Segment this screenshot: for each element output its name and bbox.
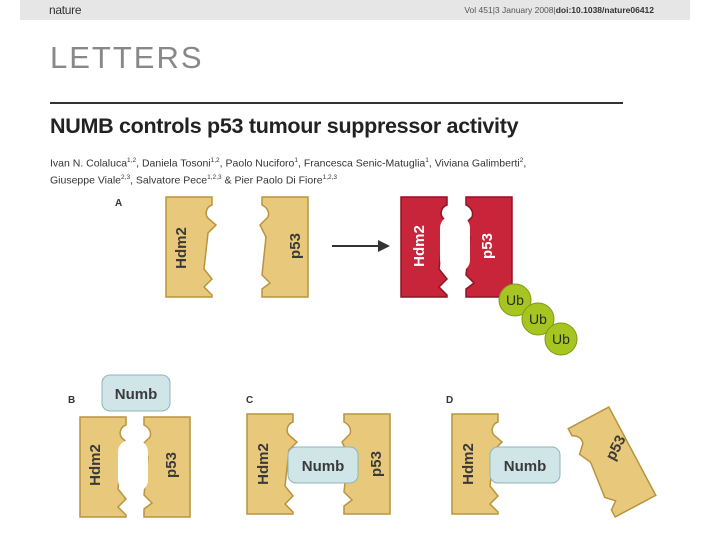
hdm2-label-b: Hdm2 [87, 444, 104, 486]
author-separator: , [523, 157, 527, 170]
author-name: Salvatore Pece [135, 174, 208, 186]
citation-doi: doi:10.1038/nature06412 [555, 5, 654, 15]
p53-label-c: p53 [368, 451, 385, 477]
numb-label-c: Numb [302, 458, 345, 475]
panel-label-a: A [115, 198, 122, 209]
author-name: Ivan N. Colaluca [50, 157, 128, 170]
author-name: Francesca Senic-Matuglia [303, 157, 426, 170]
panel-label-c: C [246, 395, 253, 406]
journal-name: nature [49, 3, 82, 17]
author-separator: & [221, 174, 235, 186]
arrow-icon [332, 240, 390, 252]
author-name: Pier Paolo Di Fiore [234, 174, 323, 186]
hdm2-label-a: Hdm2 [173, 227, 190, 269]
author-affiliation: 1 [425, 157, 429, 164]
p53-label-complex: p53 [479, 233, 496, 259]
numb-label-d: Numb [504, 458, 547, 475]
hdm2-label-complex: Hdm2 [411, 225, 428, 267]
ubiquitin-3: Ub [544, 322, 578, 356]
ubiquitin-chain: Ub Ub Ub [498, 283, 578, 356]
numb-protein-c: Numb [287, 446, 359, 484]
ub-label-2: Ub [529, 311, 547, 327]
hdm2-label-c: Hdm2 [255, 443, 272, 485]
numb-protein-d: Numb [489, 446, 561, 484]
author-separator: , [428, 157, 435, 170]
article-title: NUMB controls p53 tumour suppressor acti… [50, 114, 519, 138]
author-list: Ivan N. Colaluca1,2, Daniela Tosoni1,2, … [50, 154, 610, 187]
panel-label-d: D [446, 395, 453, 406]
p53-label-b: p53 [163, 452, 180, 478]
numb-protein-b: Numb [101, 374, 171, 412]
citation-line: Vol 451|3 January 2008|doi:10.1038/natur… [464, 5, 654, 15]
author-affiliation: 1 [294, 157, 299, 164]
author-affiliation: 1,2,3 [322, 173, 338, 181]
author-affiliation: 1,2,3 [207, 173, 222, 181]
ub-label-3: Ub [552, 331, 570, 347]
author-affiliation: 1,2 [127, 157, 137, 164]
journal-header-bar: nature Vol 451|3 January 2008|doi:10.103… [20, 0, 690, 20]
author-name: Giuseppe Viale [50, 174, 122, 186]
author-affiliation: 2,3 [121, 173, 131, 181]
author-name: Daniela Tosoni [141, 157, 211, 170]
hdm2-protein-b: Hdm2 [79, 416, 131, 518]
author-affiliation: 2 [519, 157, 524, 164]
author-name: Viviana Galimberti [434, 157, 520, 170]
panel-label-b: B [68, 395, 75, 406]
p53-protein-d: p53 [565, 406, 657, 519]
ubiquitin-1: Ub [498, 283, 532, 317]
author-separator: , [136, 157, 142, 170]
ubiquitin-2: Ub [521, 302, 555, 336]
author-affiliation: 1,2 [210, 157, 220, 164]
binding-pocket-b [118, 440, 148, 492]
author-separator: , [219, 157, 226, 170]
author-separator: , [130, 174, 136, 186]
header-rule [50, 102, 623, 104]
ub-label-1: Ub [506, 292, 524, 308]
numb-label-b: Numb [115, 386, 158, 403]
p53-label-a: p53 [287, 233, 304, 259]
author-separator: , [298, 157, 304, 170]
citation-volume: Vol 451|3 January 2008| [464, 5, 556, 15]
hdm2-protein-d: Hdm2 [451, 413, 503, 515]
p53-protein-b: p53 [141, 416, 191, 518]
p53-protein-a: p53 [259, 196, 309, 298]
p53-protein-c: p53 [341, 413, 391, 515]
hdm2-label-d: Hdm2 [460, 443, 477, 485]
hdm2-p53-complex-ubiquitinated: Hdm2 p53 [400, 196, 513, 298]
hdm2-protein-c: Hdm2 [246, 413, 298, 515]
section-label: LETTERS [50, 40, 204, 75]
hdm2-protein-a: Hdm2 [165, 196, 217, 298]
author-name: Paolo Nuciforo [225, 157, 295, 170]
